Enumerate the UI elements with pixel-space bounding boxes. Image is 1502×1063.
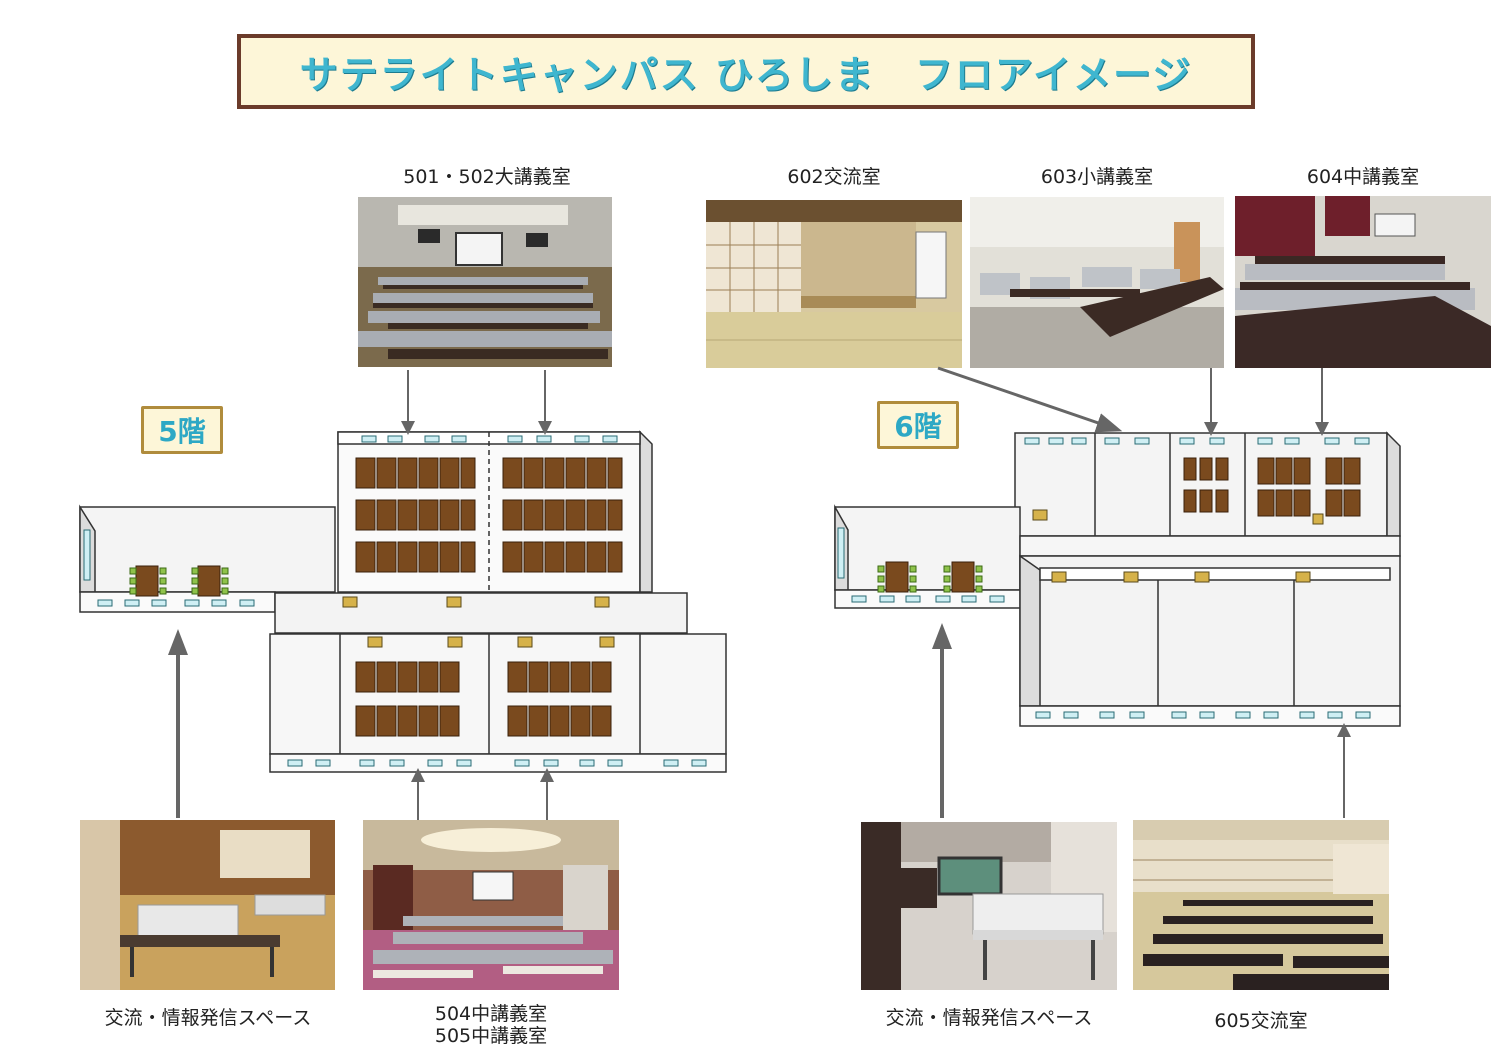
page-title: サテライトキャンパス ひろしま フロアイメージ — [299, 53, 1193, 97]
photo-exchange-5f — [80, 820, 335, 990]
floor-6-windows — [837, 437, 1371, 719]
floor-6-badge: 6階 — [877, 401, 959, 449]
photo-501-502 — [358, 197, 612, 367]
photo-604 — [1235, 196, 1491, 368]
photo-602 — [706, 200, 962, 368]
floor-5-badge: 5階 — [141, 406, 223, 454]
floor-5-windows — [83, 435, 707, 767]
label-505: 505中講義室 — [434, 1025, 548, 1047]
label-602: 602交流室 — [787, 166, 881, 188]
title-banner: サテライトキャンパス ひろしま フロアイメージ — [237, 34, 1255, 109]
label-605: 605交流室 — [1214, 1010, 1308, 1032]
floor-6-desks — [885, 457, 1361, 593]
photo-exchange-6f — [861, 822, 1117, 990]
floor-5-desks — [135, 457, 623, 737]
label-604: 604中講義室 — [1306, 166, 1420, 188]
floor-6-doors — [1032, 509, 1324, 583]
floor-5-arrows — [401, 370, 554, 820]
label-504-505: 504中講義室 505中講義室 — [363, 1003, 619, 1047]
floor-6-plan — [834, 431, 1401, 727]
floor-6-chairs — [877, 565, 983, 593]
photo-605 — [1133, 820, 1389, 990]
label-exchange-5f: 交流・情報発信スペース — [104, 1007, 312, 1029]
floor-5-doors — [342, 596, 615, 648]
photo-603 — [970, 197, 1224, 368]
label-504: 504中講義室 — [434, 1003, 548, 1025]
photo-504-505 — [363, 820, 619, 990]
floor-6-arrows — [937, 366, 1351, 818]
label-603: 603小講義室 — [1040, 166, 1154, 188]
label-501-502: 501・502大講義室 — [403, 166, 571, 188]
floor-5-chairs — [129, 567, 229, 595]
label-exchange-6f: 交流・情報発信スペース — [885, 1007, 1093, 1029]
